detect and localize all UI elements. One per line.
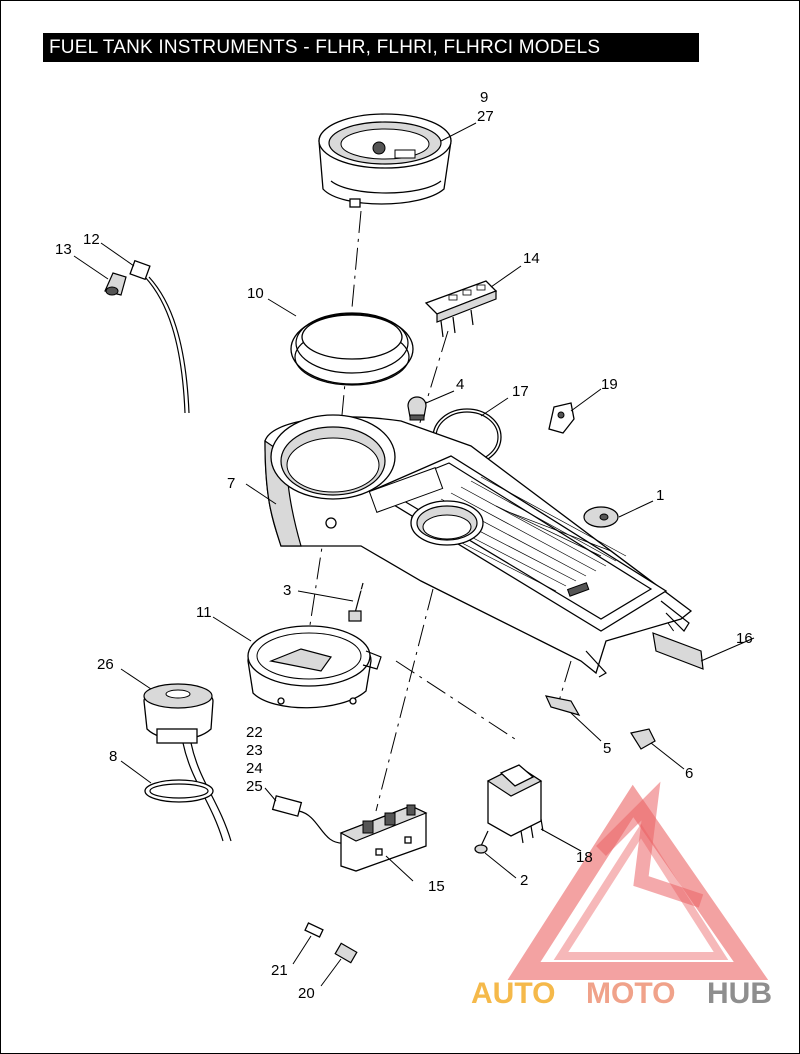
- callout-11: 11: [196, 604, 212, 621]
- callout-18: 18: [576, 849, 593, 866]
- callout-25: 25: [246, 778, 263, 795]
- clip-part-6: [630, 728, 656, 750]
- callout-8: 8: [109, 748, 117, 765]
- speedometer-gauge: [318, 113, 452, 208]
- gauge-mounting-ring: [247, 625, 382, 709]
- indicator-lamp-housing: [424, 280, 498, 338]
- sensor-with-wire: [104, 259, 190, 414]
- callout-12: 12: [83, 231, 100, 248]
- watermark-part-hub: HUB: [707, 977, 772, 1010]
- callout-24: 24: [246, 760, 263, 777]
- diagram-title: FUEL TANK INSTRUMENTS - FLHR, FLHRI, FLH…: [43, 33, 699, 62]
- callout-17: 17: [512, 383, 529, 400]
- speedometer-gasket: [290, 312, 414, 386]
- callout-numbers: 9 27 12 13 10 14 4 17 19 7 1 3 11 16 26 …: [55, 89, 753, 1002]
- indicator-bulb: [407, 396, 427, 421]
- callout-20: 20: [298, 985, 315, 1002]
- callout-4: 4: [456, 376, 464, 393]
- callout-14: 14: [523, 250, 540, 267]
- clip-part-5: [544, 695, 581, 716]
- callout-2: 2: [520, 872, 528, 889]
- callout-1: 1: [656, 487, 664, 504]
- callout-23: 23: [246, 742, 263, 759]
- wire-terminals: [304, 922, 358, 964]
- callout-6: 6: [685, 765, 693, 782]
- callout-3: 3: [283, 582, 291, 599]
- watermark-part-auto: AUTO: [471, 977, 555, 1010]
- callout-22: 22: [246, 724, 263, 741]
- watermark-logo-icon: [507, 781, 769, 980]
- watermark-part-moto: MOTO: [586, 977, 675, 1010]
- ignition-switch: [143, 683, 307, 933]
- callout-16: 16: [736, 630, 753, 647]
- fuel-tank-console: [264, 414, 693, 678]
- callout-19: 19: [601, 376, 618, 393]
- switch-seal: [144, 779, 214, 803]
- callout-5: 5: [603, 740, 611, 757]
- mounting-stud: [348, 582, 365, 622]
- callout-26: 26: [97, 656, 114, 673]
- callout-10: 10: [247, 285, 264, 302]
- wire-harness-connector: [271, 795, 347, 844]
- callout-15: 15: [428, 878, 445, 895]
- trim-strip: [652, 632, 704, 670]
- callout-21: 21: [271, 962, 288, 979]
- callout-27: 27: [477, 108, 494, 125]
- mounting-screw: [474, 830, 489, 854]
- relay-unit: [486, 764, 544, 844]
- indicator-module: [339, 804, 428, 872]
- watermark-text: AUTO MOTO HUB: [471, 977, 772, 1010]
- leader-lines: [73, 122, 755, 987]
- callout-9: 9: [480, 89, 488, 106]
- callout-7: 7: [227, 475, 235, 492]
- callout-13: 13: [55, 241, 72, 258]
- mounting-clip: [548, 402, 575, 434]
